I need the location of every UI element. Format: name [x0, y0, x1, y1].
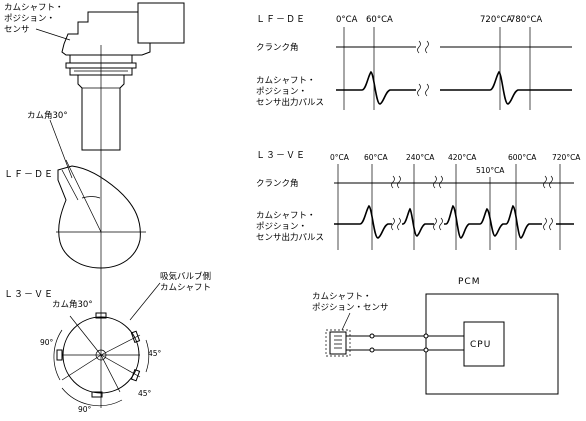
l3ve-timing-chart: Ｌ３－ＶＥ 0°CA 60°CA 240°CA 420°CA 510°CA 60…: [256, 151, 581, 250]
l3ve-tick-240: 240°CA: [406, 153, 435, 162]
intake-camshaft-label: 吸気バルブ側 カムシャフト: [129, 271, 211, 321]
ray-6: [100, 354, 121, 393]
pcm-pin-2: [423, 347, 429, 353]
angle-45-right: 45°: [148, 349, 162, 358]
ray-3: [100, 334, 141, 356]
sensor-leader-line: [35, 28, 71, 41]
sensor-connector: [137, 2, 185, 44]
l3ve-tick-600: 600°CA: [508, 153, 537, 162]
lfde-timing-chart: ＬＦ－ＤＥ 0°CA 60°CA 720°CA 780°CA クランク角 カムシ…: [256, 15, 572, 110]
intake-label-line1: 吸気バルブ側: [160, 271, 211, 282]
l3ve-left-label: Ｌ３－ＶＥ: [4, 290, 54, 300]
cam-tooth-bottom: [91, 391, 103, 398]
l3ve-crank-break-3: [543, 175, 553, 189]
lfde-tick-0: 0°CA: [336, 15, 358, 25]
intake-leader: [129, 282, 161, 321]
cam-angle-top-leader: [49, 119, 73, 179]
cam-tooth-top: [95, 312, 107, 319]
l3ve-pulse-break-3: [543, 217, 553, 231]
connector-pin-2: [369, 347, 375, 353]
cam-tooth-upper-right: [130, 330, 141, 344]
l3ve-pulse-train: [334, 204, 574, 239]
l3ve-tick-60: 60°CA: [364, 153, 389, 162]
l3ve-tick-510: 510°CA: [476, 166, 505, 175]
lfde-pulse-label-1: カムシャフト・: [256, 76, 316, 86]
lfde-cam: カム角30° ＬＦ－ＤＥ: [4, 110, 146, 269]
lfde-pulse-break: [417, 83, 429, 97]
lfde-tick-780: 780°CA: [510, 15, 542, 25]
lfde-pulse-1: [336, 70, 416, 105]
circuit-sensor-label-2: ポジション・センサ: [312, 303, 389, 313]
lfde-pulse-label-3: センサ出力パルス: [256, 97, 324, 108]
circuit-sensor-label-1: カムシャフト・: [312, 292, 372, 302]
dim-arc-right: [145, 339, 150, 373]
sensor-label-line1: カムシャフト・: [4, 3, 64, 13]
circuit-diagram: カムシャフト・ ポジション・センサ PCM CPU: [312, 277, 559, 395]
pcm-label: PCM: [458, 277, 480, 287]
circuit-sensor-coil: [334, 335, 342, 349]
dim-arc-bottom: [61, 387, 123, 407]
sensor-label-line2: ポジション・: [4, 14, 55, 24]
cpu-label: CPU: [470, 340, 491, 350]
angle-45-bottom: 45°: [138, 389, 152, 398]
ray-5: [61, 354, 102, 381]
ray-1: [69, 315, 102, 356]
intake-label-line2: カムシャフト: [160, 283, 211, 293]
l3ve-pulse-label-3: センサ出力パルス: [256, 232, 324, 243]
l3ve-tick-720: 720°CA: [552, 153, 581, 162]
l3ve-pulse-break-2: [433, 217, 443, 231]
circuit-sensor-shield: [325, 329, 351, 357]
lfde-crank-break: [417, 40, 429, 54]
dim-arc-left: [53, 329, 63, 381]
l3ve-crank-label: クランク角: [256, 178, 299, 189]
lfde-pulse-label-2: ポジション・: [256, 87, 307, 97]
l3ve-tick-420: 420°CA: [448, 153, 477, 162]
lfde-crank-label: クランク角: [256, 42, 299, 53]
l3ve-pulse-break-1: [391, 217, 401, 231]
sensor-label-line3: センサ: [4, 25, 30, 35]
lfde-pulse-2: [440, 70, 572, 105]
lfde-chart-title: ＬＦ－ＤＥ: [256, 15, 306, 25]
l3ve-crank-break-1: [391, 175, 401, 189]
l3ve-pulse-label-1: カムシャフト・: [256, 211, 316, 221]
lfde-cam-lobe: [57, 165, 141, 269]
cam-notch: [61, 169, 79, 201]
cam-angle-bottom-label: カム角30°: [52, 299, 93, 310]
angle-90-bottom: 90°: [78, 405, 92, 414]
pcm-box: [425, 293, 559, 395]
connector-pin-1: [369, 333, 375, 339]
angle-90-left: 90°: [40, 338, 54, 347]
circuit-sensor-leader: [341, 312, 351, 331]
sensor-assembly: カムシャフト・ ポジション・ センサ: [4, 2, 185, 151]
l3ve-chart-title: Ｌ３－ＶＥ: [256, 151, 306, 161]
l3ve-cam-wheel: Ｌ３－ＶＥ カム角30° 90° 45° 45° 90°: [4, 290, 162, 414]
cam-angle-top-arc: [81, 196, 101, 199]
l3ve-tick-0: 0°CA: [330, 153, 350, 162]
cpu-box: [463, 321, 505, 367]
sensor-body: [61, 11, 151, 56]
lfde-tick-720: 720°CA: [480, 15, 512, 25]
lfde-tick-60: 60°CA: [366, 15, 393, 25]
l3ve-crank-break-2: [433, 175, 443, 189]
cam-tooth-left: [56, 349, 63, 361]
lfde-left-label: ＬＦ－ＤＥ: [4, 170, 54, 180]
circuit-sensor-symbol: [329, 331, 347, 355]
cam-angle-top-label: カム角30°: [27, 110, 68, 121]
l3ve-pulse-label-2: ポジション・: [256, 222, 307, 232]
cam-angle-top-ray: [65, 159, 102, 233]
ray-4: [100, 354, 141, 378]
pcm-pin-1: [423, 333, 429, 339]
